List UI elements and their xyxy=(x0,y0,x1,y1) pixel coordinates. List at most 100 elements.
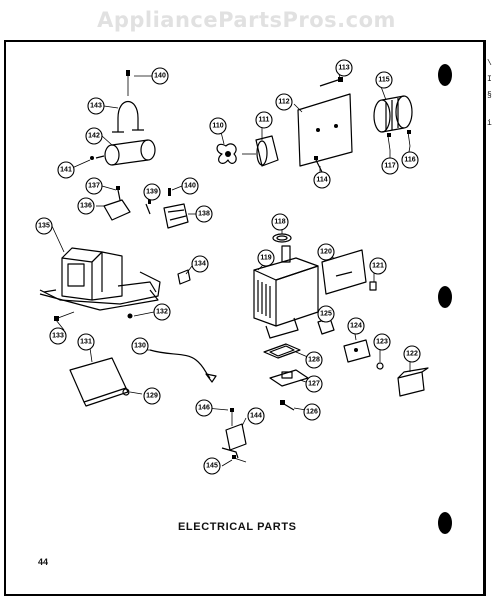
svg-text:143: 143 xyxy=(90,103,102,110)
gasket-118 xyxy=(272,233,292,243)
svg-text:141: 141 xyxy=(60,167,72,174)
callout-113: 113 xyxy=(335,59,353,77)
callout-110: 110 xyxy=(209,117,227,135)
svg-text:118: 118 xyxy=(274,219,285,226)
svg-text:136: 136 xyxy=(80,203,92,210)
fan-blade-110 xyxy=(216,143,237,164)
svg-text:135: 135 xyxy=(38,223,50,230)
callout-128: 128 xyxy=(305,351,323,369)
callout-116: 116 xyxy=(401,151,419,169)
svg-text:121: 121 xyxy=(372,263,384,270)
transformer-base-plate xyxy=(39,269,191,319)
svg-text:129: 129 xyxy=(146,393,158,400)
callout-129: 129 xyxy=(143,387,161,405)
fan-motor-111 xyxy=(242,135,279,167)
diode-and-bracket xyxy=(103,186,151,221)
screw-113 xyxy=(319,77,343,87)
callout-122: 122 xyxy=(403,345,421,363)
page-frame xyxy=(4,40,486,596)
callout-135: 135 xyxy=(35,217,53,235)
antenna-gasket-128 xyxy=(263,343,301,359)
callout-138: 138 xyxy=(195,205,213,223)
svg-text:127: 127 xyxy=(308,381,320,388)
callout-139: 139 xyxy=(143,183,161,201)
svg-text:139: 139 xyxy=(146,189,158,196)
callout-124: 124 xyxy=(347,317,365,335)
edge-mark-3: § xyxy=(487,91,492,100)
edge-mark-1: \ xyxy=(487,59,492,68)
callout-132: 132 xyxy=(153,303,171,321)
svg-text:145: 145 xyxy=(206,463,218,470)
terminal-cover-122 xyxy=(397,367,429,397)
blower-wheel-115 xyxy=(373,95,413,133)
screw-145 xyxy=(232,455,247,463)
callout-111: 111 xyxy=(255,111,273,129)
callout-119: 119 xyxy=(257,249,275,267)
callout-114: 114 xyxy=(313,171,331,189)
screw-133 xyxy=(54,311,75,321)
svg-text:144: 144 xyxy=(250,413,262,420)
callout-123: 123 xyxy=(373,333,391,351)
callout-140-mid: 140 xyxy=(181,177,199,195)
callout-117: 117 xyxy=(381,157,399,175)
screw-114 xyxy=(314,156,323,173)
thermal-cutout-121 xyxy=(369,281,377,291)
svg-text:128: 128 xyxy=(308,357,320,364)
svg-text:133: 133 xyxy=(52,333,64,340)
callout-133: 133 xyxy=(49,327,67,345)
svg-text:125: 125 xyxy=(320,311,332,318)
svg-text:123: 123 xyxy=(376,339,388,346)
screws-116-117 xyxy=(387,130,411,151)
callout-137: 137 xyxy=(85,177,103,195)
svg-text:120: 120 xyxy=(320,249,332,256)
callout-144: 144 xyxy=(247,407,265,425)
callout-112: 112 xyxy=(275,93,293,111)
interlock-switch-144 xyxy=(221,408,247,459)
svg-text:140: 140 xyxy=(184,183,196,190)
svg-text:112: 112 xyxy=(278,99,289,106)
svg-text:140: 140 xyxy=(154,73,166,80)
callout-131: 131 xyxy=(77,333,95,351)
wire-harness-130 xyxy=(149,349,217,383)
svg-text:142: 142 xyxy=(88,133,100,140)
fuse-holder xyxy=(163,188,189,229)
grommet-123 xyxy=(376,362,384,370)
switch-bracket-124 xyxy=(343,339,371,363)
callout-146: 146 xyxy=(195,399,213,417)
svg-text:137: 137 xyxy=(88,183,100,190)
callout-group: 140 143 142 141 137 136 139 140 138 135 … xyxy=(35,59,421,475)
callout-121: 121 xyxy=(369,257,387,275)
high-voltage-capacitor xyxy=(90,139,156,166)
watermark: AppliancePartsPros.com xyxy=(97,8,396,32)
magnetron-119 xyxy=(253,245,319,339)
edge-mark-2: I xyxy=(487,75,492,84)
svg-text:111: 111 xyxy=(259,117,270,124)
callout-142: 142 xyxy=(85,127,103,145)
thermal-cutout-plate-120 xyxy=(321,249,367,295)
callout-125: 125 xyxy=(317,305,335,323)
svg-text:131: 131 xyxy=(80,339,92,346)
callout-115: 115 xyxy=(375,71,393,89)
svg-text:117: 117 xyxy=(384,163,395,170)
binder-hole-top xyxy=(438,64,452,86)
svg-text:122: 122 xyxy=(406,351,418,358)
binder-hole-bottom xyxy=(438,512,452,534)
callout-127: 127 xyxy=(305,375,323,393)
page-number: 44 xyxy=(38,557,49,567)
high-voltage-transformer xyxy=(39,247,161,305)
leader-lines xyxy=(51,69,411,467)
svg-text:110: 110 xyxy=(212,123,223,130)
screw-126 xyxy=(280,400,295,411)
svg-text:132: 132 xyxy=(156,309,168,316)
svg-text:146: 146 xyxy=(198,405,210,412)
callout-140-top: 140 xyxy=(151,67,169,85)
svg-text:114: 114 xyxy=(316,177,327,184)
svg-text:115: 115 xyxy=(378,77,389,84)
svg-text:124: 124 xyxy=(350,323,362,330)
capacitor-bracket xyxy=(112,70,144,133)
svg-text:138: 138 xyxy=(198,211,210,218)
callout-120: 120 xyxy=(317,243,335,261)
nut-129 xyxy=(122,388,130,396)
